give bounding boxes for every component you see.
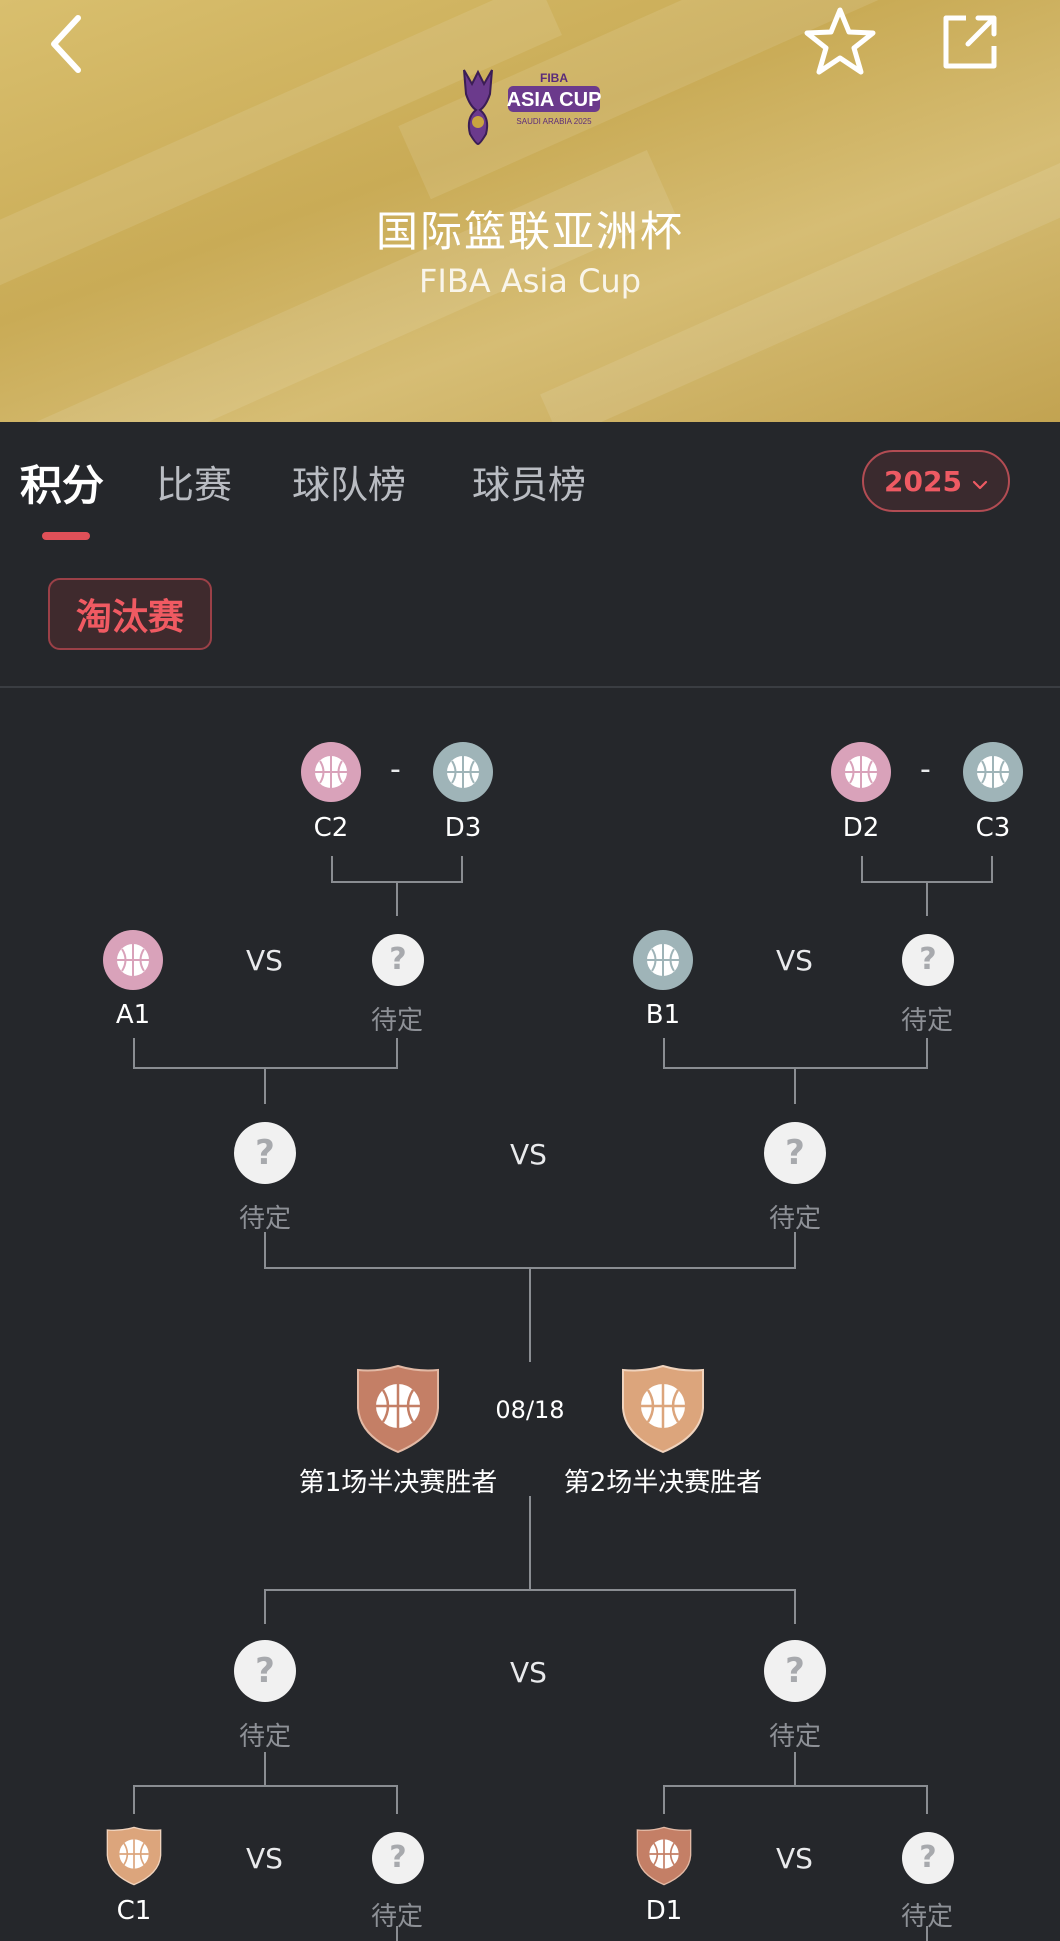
logo-text-sub: SAUDI ARABIA 2025 <box>516 117 592 126</box>
tbd-team-icon[interactable]: ? <box>902 1832 954 1884</box>
tbd-team-icon[interactable]: ? <box>764 1122 826 1184</box>
tab-team-rankings[interactable]: 球队榜 <box>292 463 407 507</box>
team-label-a1: A1 <box>115 1000 151 1030</box>
match-separator: - <box>390 752 401 787</box>
team-label-c2: C2 <box>313 813 349 843</box>
team-logo-a1[interactable] <box>103 930 163 990</box>
vs-label: VS <box>510 1138 547 1171</box>
team-label-c3: C3 <box>975 813 1011 843</box>
tab-standings[interactable]: 积分 <box>20 461 105 510</box>
vs-label: VS <box>246 944 283 977</box>
team-label-tbd: 待定 <box>900 1006 953 1036</box>
team-logo-c2[interactable] <box>301 742 361 802</box>
stage-chip-knockout[interactable]: 淘汰赛 <box>48 578 212 650</box>
tbd-team-icon[interactable]: ? <box>234 1640 296 1702</box>
competition-subtitle: FIBA Asia Cup <box>418 262 642 300</box>
tbd-team-icon[interactable]: ? <box>902 934 954 986</box>
header-banner: FIBA ASIA CUP SAUDI ARABIA 2025 国际篮联亚洲杯 … <box>0 0 1060 422</box>
active-tab-indicator <box>42 532 90 540</box>
team-label-d1: D1 <box>645 1896 683 1926</box>
team-label-b1: B1 <box>645 1000 681 1030</box>
year-selector[interactable]: 2025 <box>862 450 1010 512</box>
section-divider <box>0 686 1060 688</box>
finalist-badge-semifinal-1[interactable] <box>356 1364 440 1454</box>
year-value: 2025 <box>884 464 962 498</box>
team-label-d2: D2 <box>842 813 880 843</box>
team-label-tbd: 待定 <box>768 1204 821 1234</box>
team-label-tbd: 待定 <box>238 1204 291 1234</box>
logo-text-top: FIBA <box>540 71 568 85</box>
team-label-tbd: 待定 <box>900 1902 953 1932</box>
finalist-label-2: 第2场半决赛胜者 <box>563 1468 763 1498</box>
logo-text-main: ASIA CUP <box>507 89 602 111</box>
team-label-d3: D3 <box>444 813 482 843</box>
tab-matches[interactable]: 比赛 <box>156 463 233 507</box>
team-label-c1: C1 <box>116 1896 152 1926</box>
team-logo-c3[interactable] <box>963 742 1023 802</box>
final-date: 08/18 <box>495 1396 565 1424</box>
team-logo-c1[interactable] <box>106 1826 162 1886</box>
tbd-team-icon[interactable]: ? <box>764 1640 826 1702</box>
vs-label: VS <box>246 1842 283 1875</box>
competition-title: 国际篮联亚洲杯 <box>375 207 684 256</box>
tab-player-rankings[interactable]: 球员榜 <box>472 463 587 507</box>
team-label-tbd: 待定 <box>238 1722 291 1752</box>
match-separator: - <box>920 752 931 787</box>
team-label-tbd: 待定 <box>370 1006 423 1036</box>
tbd-team-icon[interactable]: ? <box>372 1832 424 1884</box>
fiba-asia-cup-logo: FIBA ASIA CUP SAUDI ARABIA 2025 <box>450 64 610 146</box>
tbd-team-icon[interactable]: ? <box>372 934 424 986</box>
chevron-down-icon <box>972 465 988 498</box>
team-label-tbd: 待定 <box>370 1902 423 1932</box>
vs-label: VS <box>776 944 813 977</box>
star-icon[interactable] <box>800 4 880 80</box>
team-label-tbd: 待定 <box>768 1722 821 1752</box>
finalist-label-1: 第1场半决赛胜者 <box>298 1468 498 1498</box>
vs-label: VS <box>510 1656 547 1689</box>
share-icon[interactable] <box>938 10 1002 74</box>
team-logo-d3[interactable] <box>433 742 493 802</box>
back-icon[interactable] <box>44 12 92 76</box>
team-logo-d1[interactable] <box>636 1826 692 1886</box>
vs-label: VS <box>776 1842 813 1875</box>
team-logo-b1[interactable] <box>633 930 693 990</box>
tbd-team-icon[interactable]: ? <box>234 1122 296 1184</box>
team-logo-d2[interactable] <box>831 742 891 802</box>
finalist-badge-semifinal-2[interactable] <box>621 1364 705 1454</box>
